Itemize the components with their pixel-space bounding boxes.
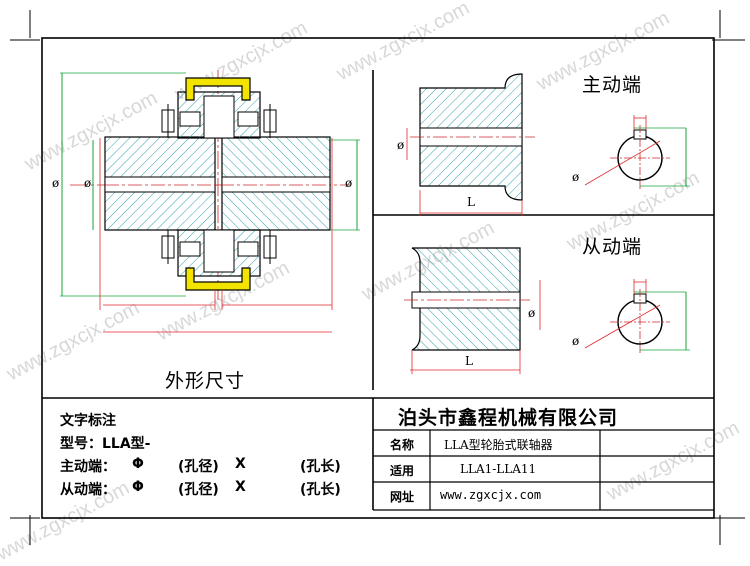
length-label-driving: L [467,195,475,209]
dia-label-driven-bore: ø [528,306,536,320]
title-row-label: 网址 [390,490,415,504]
length-label-driven: L [465,354,473,368]
title-row-value: LLA型轮胎式联轴器 [444,438,553,452]
title-row-label: 名称 [390,438,415,452]
notes-title: 文字标注 [60,413,116,429]
driven-note-len: (孔长) [300,482,341,498]
title-row-label: 适用 [390,464,415,478]
driven-note-label: 从动端： [60,482,116,498]
sheet-border [10,10,745,545]
title-row-url: www.zgxcjx.com [440,488,542,502]
driving-note-len: (孔长) [300,459,341,475]
model-line: 型号：LLA型- [60,436,151,452]
driven-end-view [404,247,690,374]
driven-note-x: X [235,479,246,495]
title-block-frame [372,398,714,511]
title-row-value: LLA1-LLA11 [460,462,537,476]
dia-label-outer: ø [52,176,60,190]
driving-end-view [406,73,690,216]
driving-note-label: 主动端： [60,459,116,475]
assembly-view-title: 外形尺寸 [165,370,246,392]
driven-end-title: 从动端 [582,236,643,258]
dia-label-hub: ø [84,176,92,190]
drawing-canvas [10,10,745,545]
assembly-view [60,70,360,333]
dia-label-driving-bore: ø [397,138,405,152]
company-name: 泊头市鑫程机械有限公司 [398,407,619,429]
driving-note-phi: Φ [132,456,144,472]
driven-note-phi: Φ [132,479,144,495]
dia-label-right: ø [345,176,353,190]
dia-label-driving-circle: ø [572,170,580,184]
driving-end-title: 主动端 [582,74,643,96]
driving-note-bore: (孔径) [178,459,219,475]
driving-note-x: X [235,456,246,472]
dia-label-driven-circle: ø [572,334,580,348]
driven-note-bore: (孔径) [178,482,219,498]
